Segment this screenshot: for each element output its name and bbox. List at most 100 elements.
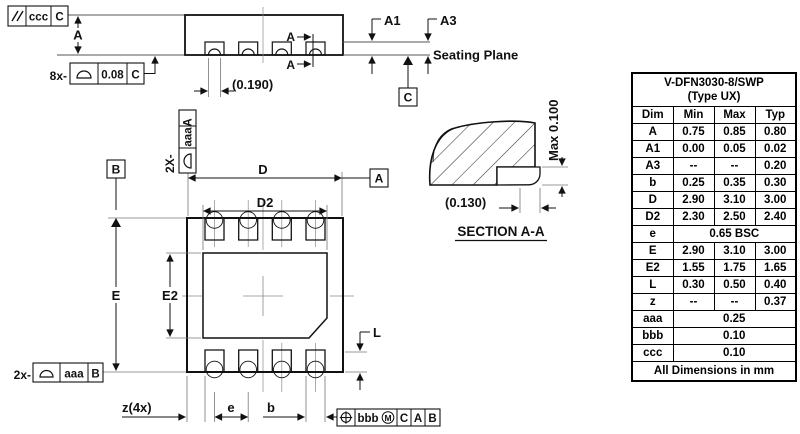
cell-span-value: 0.10 (672, 344, 797, 362)
dim-A3-label: A3 (440, 13, 457, 28)
cell-dim: A3 (631, 157, 674, 175)
cell-span-value: 0.10 (672, 327, 797, 345)
extension-lines (103, 172, 367, 422)
datum-b-label: B (112, 163, 121, 177)
col-header-dim: Dim (631, 106, 674, 124)
table-title-line2: (Type UX) (687, 91, 741, 103)
cell-dim: b (631, 174, 674, 192)
profile-surface-icon (183, 153, 192, 169)
cell-typ: 1.65 (754, 259, 797, 277)
fcf-datum3-label: B (428, 413, 436, 425)
fcf-datum-label: C (131, 70, 139, 82)
fcf-tolerance-label: ccc (29, 12, 49, 24)
section-view: Max 0.100 (0.130) SECTION A-A (428, 100, 568, 242)
datum-a-box (369, 168, 389, 188)
fcf-tolerance-label: bbb (357, 413, 378, 425)
centerlines (182, 199, 354, 392)
cell-span-value: 0.65 BSC (672, 225, 797, 243)
cell-max: 0.05 (713, 140, 756, 158)
cell-min: 0.25 (672, 174, 715, 192)
table-header-row: Dim Min Max Typ (631, 106, 797, 124)
dim-b: b (263, 400, 337, 421)
cell-max: 3.10 (713, 191, 756, 209)
table-row: A1 0.00 0.05 0.02 (631, 140, 797, 158)
dim-A-label: A (73, 28, 83, 43)
table-row: E2 1.55 1.75 1.65 (631, 259, 797, 277)
cell-max: -- (713, 293, 756, 311)
coplanarity-fcf: 8x- 0.08 C (50, 56, 159, 85)
fcf-tolerance-label: aaa (64, 369, 84, 381)
parallelism-fcf: ccc C (7, 5, 69, 27)
section-cut-label-top: A (286, 30, 295, 44)
cell-min: 2.30 (672, 208, 715, 226)
cell-min: 0.75 (672, 123, 715, 141)
dim-0130-label: (0.130) (445, 195, 486, 210)
cell-min: -- (672, 293, 715, 311)
dim-L: L (356, 325, 381, 390)
cell-typ: 3.00 (754, 191, 797, 209)
dim-z: z(4x) (122, 400, 186, 421)
table-title-line1: V-DFN3030-8/SWP (664, 77, 764, 89)
fcf-count-label: 2X- (163, 154, 177, 173)
dim-0130: (0.130) (445, 195, 556, 212)
dim-D-label: D (258, 162, 267, 177)
table-row-span: aaa 0.25 (631, 310, 797, 328)
bottom-view: D A D2 E B E2 (14, 109, 441, 427)
datum-c-label: C (404, 91, 413, 105)
section-title: SECTION A-A (457, 224, 544, 239)
table-row: D2 2.30 2.50 2.40 (631, 208, 797, 226)
cell-dim: D (631, 191, 674, 209)
dim-E-label: E (112, 288, 121, 303)
table-row-span: bbb 0.10 (631, 327, 797, 345)
cell-dim: D2 (631, 208, 674, 226)
section-body (428, 120, 536, 186)
dim-D2: D2 (203, 195, 327, 215)
col-header-min: Min (672, 106, 715, 124)
fcf-datum-label: C (55, 12, 63, 24)
cell-typ: 0.20 (754, 157, 797, 175)
dim-E2: E2 (162, 254, 178, 337)
table-row-span: e 0.65 BSC (631, 225, 797, 243)
fcf-tolerance-label: 0.08 (101, 70, 124, 82)
cell-min: 0.30 (672, 276, 715, 294)
fcf-tolerance-label: aaa (183, 127, 195, 147)
cell-typ: 0.30 (754, 174, 797, 192)
dim-e: e (214, 400, 249, 421)
dim-E2-label: E2 (162, 288, 178, 303)
cell-typ: 2.40 (754, 208, 797, 226)
cell-typ: 0.40 (754, 276, 797, 294)
cell-max: 0.50 (713, 276, 756, 294)
exposed-pad (202, 252, 328, 339)
cell-dim: e (631, 225, 674, 243)
cell-min: -- (672, 157, 715, 175)
dim-max-0100-label: Max 0.100 (546, 100, 561, 161)
cell-max: 0.35 (713, 174, 756, 192)
table-row: z -- -- 0.37 (631, 293, 797, 311)
cell-max: 2.50 (713, 208, 756, 226)
dim-A: A (73, 16, 83, 54)
cell-max: 3.10 (713, 242, 756, 260)
col-header-max: Max (713, 106, 756, 124)
mmc-icon: M (381, 411, 395, 424)
fcf-count-label: 2x- (14, 368, 31, 382)
dim-z-label: z(4x) (122, 400, 152, 415)
cell-min: 2.90 (672, 242, 715, 260)
dim-D2-label: D2 (257, 195, 274, 210)
cell-dim: A1 (631, 140, 674, 158)
profile-surface-icon (76, 70, 92, 79)
seating-plane-label: Seating Plane (433, 48, 518, 63)
dim-0190-label: (0.190) (232, 77, 273, 92)
position-fcf: bbb M C A B (336, 408, 441, 427)
cell-dim: ccc (631, 344, 674, 362)
dim-L-label: L (373, 325, 381, 340)
table-row: D 2.90 3.10 3.00 (631, 191, 797, 209)
table-row: L 0.30 0.50 0.40 (631, 276, 797, 294)
cell-typ: 3.00 (754, 242, 797, 260)
section-terminal (496, 166, 541, 186)
table-row: E 2.90 3.10 3.00 (631, 242, 797, 260)
fcf-datum-label: B (91, 369, 99, 381)
table-row: A 0.75 0.85 0.80 (631, 123, 797, 141)
table-row: b 0.25 0.35 0.30 (631, 174, 797, 192)
